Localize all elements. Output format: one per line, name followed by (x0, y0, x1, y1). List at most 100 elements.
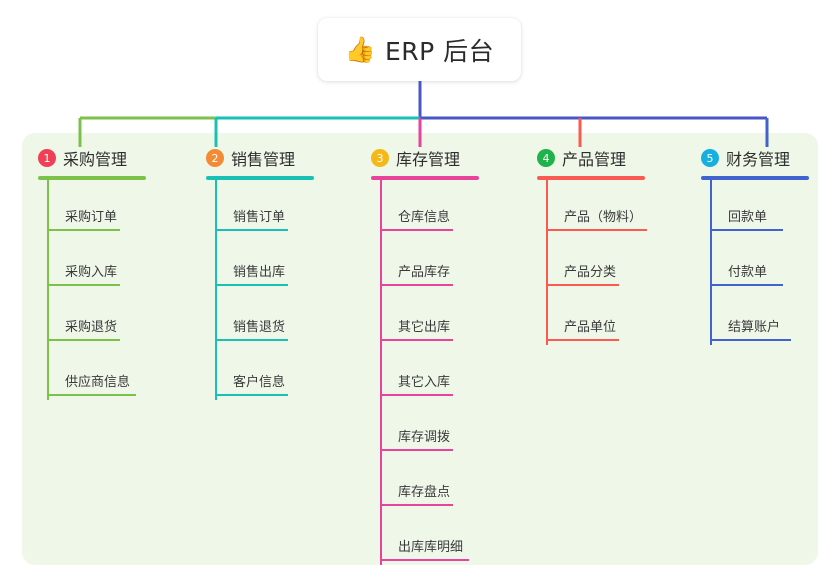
branch-badge-5: 5 (701, 149, 719, 167)
list-item-underline (216, 284, 288, 286)
list-item[interactable]: 采购订单 (38, 180, 146, 235)
list-item-underline (547, 339, 619, 341)
list-item-underline (381, 504, 453, 506)
list-item-underline (711, 284, 783, 286)
branch-badge-3: 3 (371, 149, 389, 167)
list-item-underline (381, 559, 469, 561)
list-item[interactable]: 仓库信息 (371, 180, 479, 235)
list-item[interactable]: 产品分类 (537, 235, 645, 290)
list-item-underline (711, 229, 783, 231)
list-item-label: 产品库存 (398, 265, 451, 280)
list-item[interactable]: 采购退货 (38, 290, 146, 345)
list-item-underline (381, 229, 453, 231)
list-item-label: 客户信息 (233, 375, 286, 390)
list-item[interactable]: 其它出库 (371, 290, 479, 345)
list-item[interactable]: 库存调拨 (371, 400, 479, 455)
list-item[interactable]: 销售订单 (206, 180, 314, 235)
list-item-label: 销售退货 (233, 320, 286, 335)
list-item-underline (547, 284, 619, 286)
list-item-underline (381, 449, 453, 451)
list-item-label: 产品单位 (564, 320, 617, 335)
list-item-underline (216, 339, 288, 341)
branch-title-1: 采购管理 (63, 150, 128, 169)
branch-title-3: 库存管理 (396, 150, 461, 169)
branch-items-4: 产品（物料） 产品分类产品单位 (537, 180, 647, 345)
list-item-underline (711, 339, 791, 341)
list-item-label: 销售订单 (233, 210, 286, 225)
branch-header-1[interactable]: 1 采购管理 (38, 146, 146, 170)
list-item[interactable]: 销售出库 (206, 235, 314, 290)
branch-underline-3 (371, 176, 479, 180)
list-item-label: 产品（物料） (564, 210, 643, 225)
branch-items-2: 销售订单销售出库销售退货客户信息 (206, 180, 314, 400)
list-item-label: 采购退货 (65, 320, 118, 335)
branch-items-3: 仓库信息产品库存其它出库其它入库库存调拨库存盘点出库库明细 (371, 180, 479, 565)
list-item-label: 仓库信息 (398, 210, 451, 225)
list-item-label: 产品分类 (564, 265, 617, 280)
list-item[interactable]: 供应商信息 (38, 345, 146, 400)
branch-underline-2 (206, 176, 314, 180)
branch-items-5: 回款单付款单结算账户 (701, 180, 809, 345)
branch-spine-1 (47, 180, 49, 400)
list-item[interactable]: 库存盘点 (371, 455, 479, 510)
list-item[interactable]: 产品单位 (537, 290, 645, 345)
list-item-label: 采购订单 (65, 210, 118, 225)
thumbs-up-icon: 👍 (344, 35, 376, 64)
branch-spine-4 (546, 180, 548, 345)
list-item-underline (547, 229, 647, 231)
branch-title-4: 产品管理 (562, 150, 627, 169)
branch-spine-2 (215, 180, 217, 400)
list-item-label: 库存调拨 (398, 430, 451, 445)
list-item[interactable]: 付款单 (701, 235, 809, 290)
list-item-underline (381, 394, 453, 396)
list-item-label: 库存盘点 (398, 485, 451, 500)
list-item[interactable]: 采购入库 (38, 235, 146, 290)
list-item[interactable]: 回款单 (701, 180, 809, 235)
list-item[interactable]: 客户信息 (206, 345, 314, 400)
root-node[interactable]: 👍 ERP 后台 (318, 18, 521, 81)
list-item-label: 结算账户 (728, 320, 781, 335)
list-item[interactable]: 产品库存 (371, 235, 479, 290)
list-item-underline (381, 339, 453, 341)
branch-column-4: 4 产品管理产品（物料） 产品分类产品单位 (537, 146, 647, 345)
list-item[interactable]: 结算账户 (701, 290, 809, 345)
list-item-label: 付款单 (728, 265, 768, 280)
list-item-underline (216, 229, 288, 231)
list-item[interactable]: 销售退货 (206, 290, 314, 345)
branch-badge-1: 1 (38, 149, 56, 167)
branch-spine-3 (380, 180, 382, 565)
branch-column-3: 3 库存管理仓库信息产品库存其它出库其它入库库存调拨库存盘点出库库明细 (371, 146, 479, 565)
branch-spine-5 (710, 180, 712, 345)
list-item-label: 其它出库 (398, 320, 451, 335)
list-item[interactable]: 出库库明细 (371, 510, 479, 565)
list-item-underline (381, 284, 453, 286)
list-item-label: 出库库明细 (398, 540, 464, 555)
list-item-underline (48, 394, 136, 396)
list-item-label: 销售出库 (233, 265, 286, 280)
list-item-label: 其它入库 (398, 375, 451, 390)
list-item-underline (48, 229, 120, 231)
list-item-label: 采购入库 (65, 265, 118, 280)
list-item-label: 供应商信息 (65, 375, 131, 390)
branch-underline-4 (537, 176, 645, 180)
list-item-underline (48, 339, 120, 341)
list-item-label: 回款单 (728, 210, 768, 225)
branch-badge-4: 4 (537, 149, 555, 167)
list-item[interactable]: 其它入库 (371, 345, 479, 400)
branches-panel (22, 133, 818, 565)
branch-badge-2: 2 (206, 149, 224, 167)
branch-header-4[interactable]: 4 产品管理 (537, 146, 645, 170)
page-title: ERP 后台 (384, 36, 495, 66)
branch-column-1: 1 采购管理采购订单采购入库采购退货供应商信息 (38, 146, 146, 400)
branch-header-3[interactable]: 3 库存管理 (371, 146, 479, 170)
list-item-underline (216, 394, 288, 396)
branch-items-1: 采购订单采购入库采购退货供应商信息 (38, 180, 146, 400)
list-item[interactable]: 产品（物料） (537, 180, 647, 235)
branch-underline-5 (701, 176, 809, 180)
list-item-underline (48, 284, 120, 286)
